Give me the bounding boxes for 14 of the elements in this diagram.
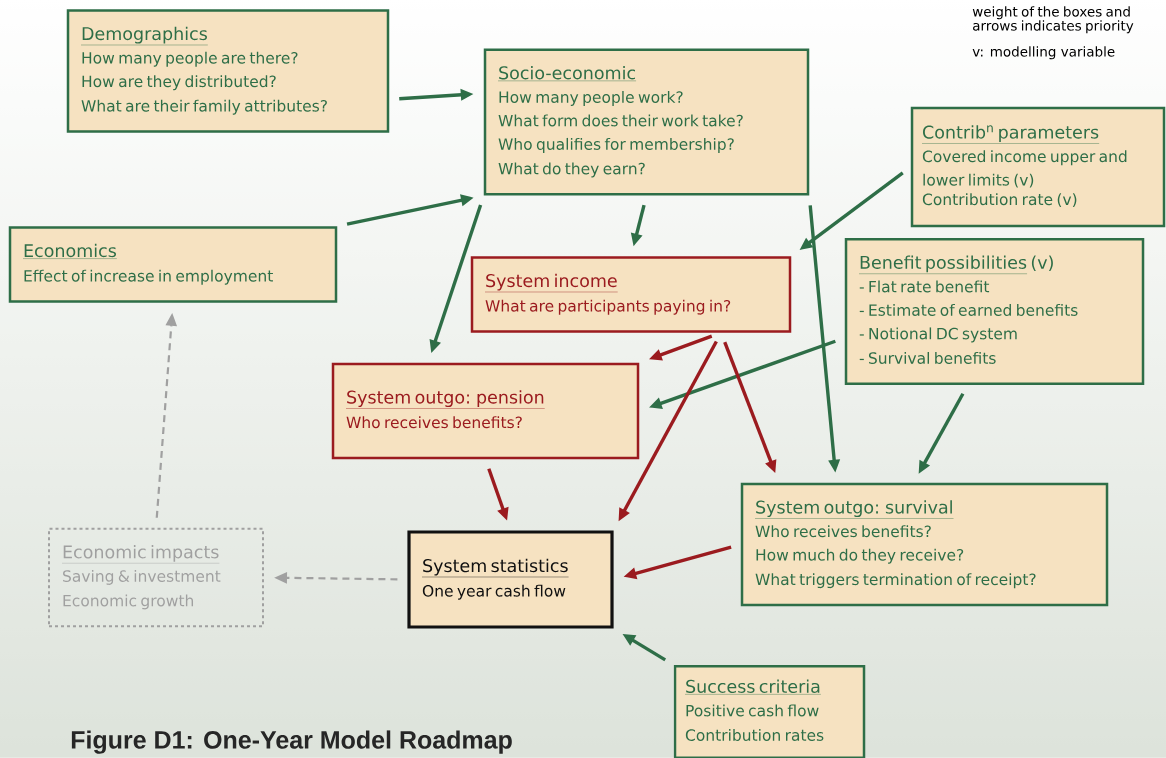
topic-box: Contrib$^{n}$ parameters Covered income upper and lower limits (v) Contribution rate (v) [910,106,1166,228]
topic-box: Demographics How many people are there? How are they distributed? What are their family attributes? [66,9,390,133]
topic-box: System statistics One year cash flow [407,530,614,629]
topic-box: Economics Effect of increase in employment [8,226,338,303]
figure-caption: Figure D1: One-Year Model Roadmap [71,730,512,754]
topic-box: System outgo: survival Who receives benefits? How much do they receive? What triggers termination of receipt? [740,482,1109,607]
topic-box: System outgo: pension Who receives benefits? [331,362,640,460]
topic-box: Socio-economic How many people work? What form does their work take? Who qualifies for membership? What do they earn? [483,48,810,196]
topic-box: Benefit possibilities (v) - Flat rate benefit - Estimate of earned benefits - Notional DC system - Survival benefits [844,238,1145,385]
dashed-box: Economic impacts Saving & investment Economic growth [48,527,264,628]
note-text: v: modelling variable [972,46,1115,60]
note-text: weight of the boxes and arrows indicates priority [972,6,1134,34]
topic-box: Success criteria Positive cash flow Contribution rates [673,665,866,758]
topic-box: System income What are participants paying in? [470,256,792,333]
